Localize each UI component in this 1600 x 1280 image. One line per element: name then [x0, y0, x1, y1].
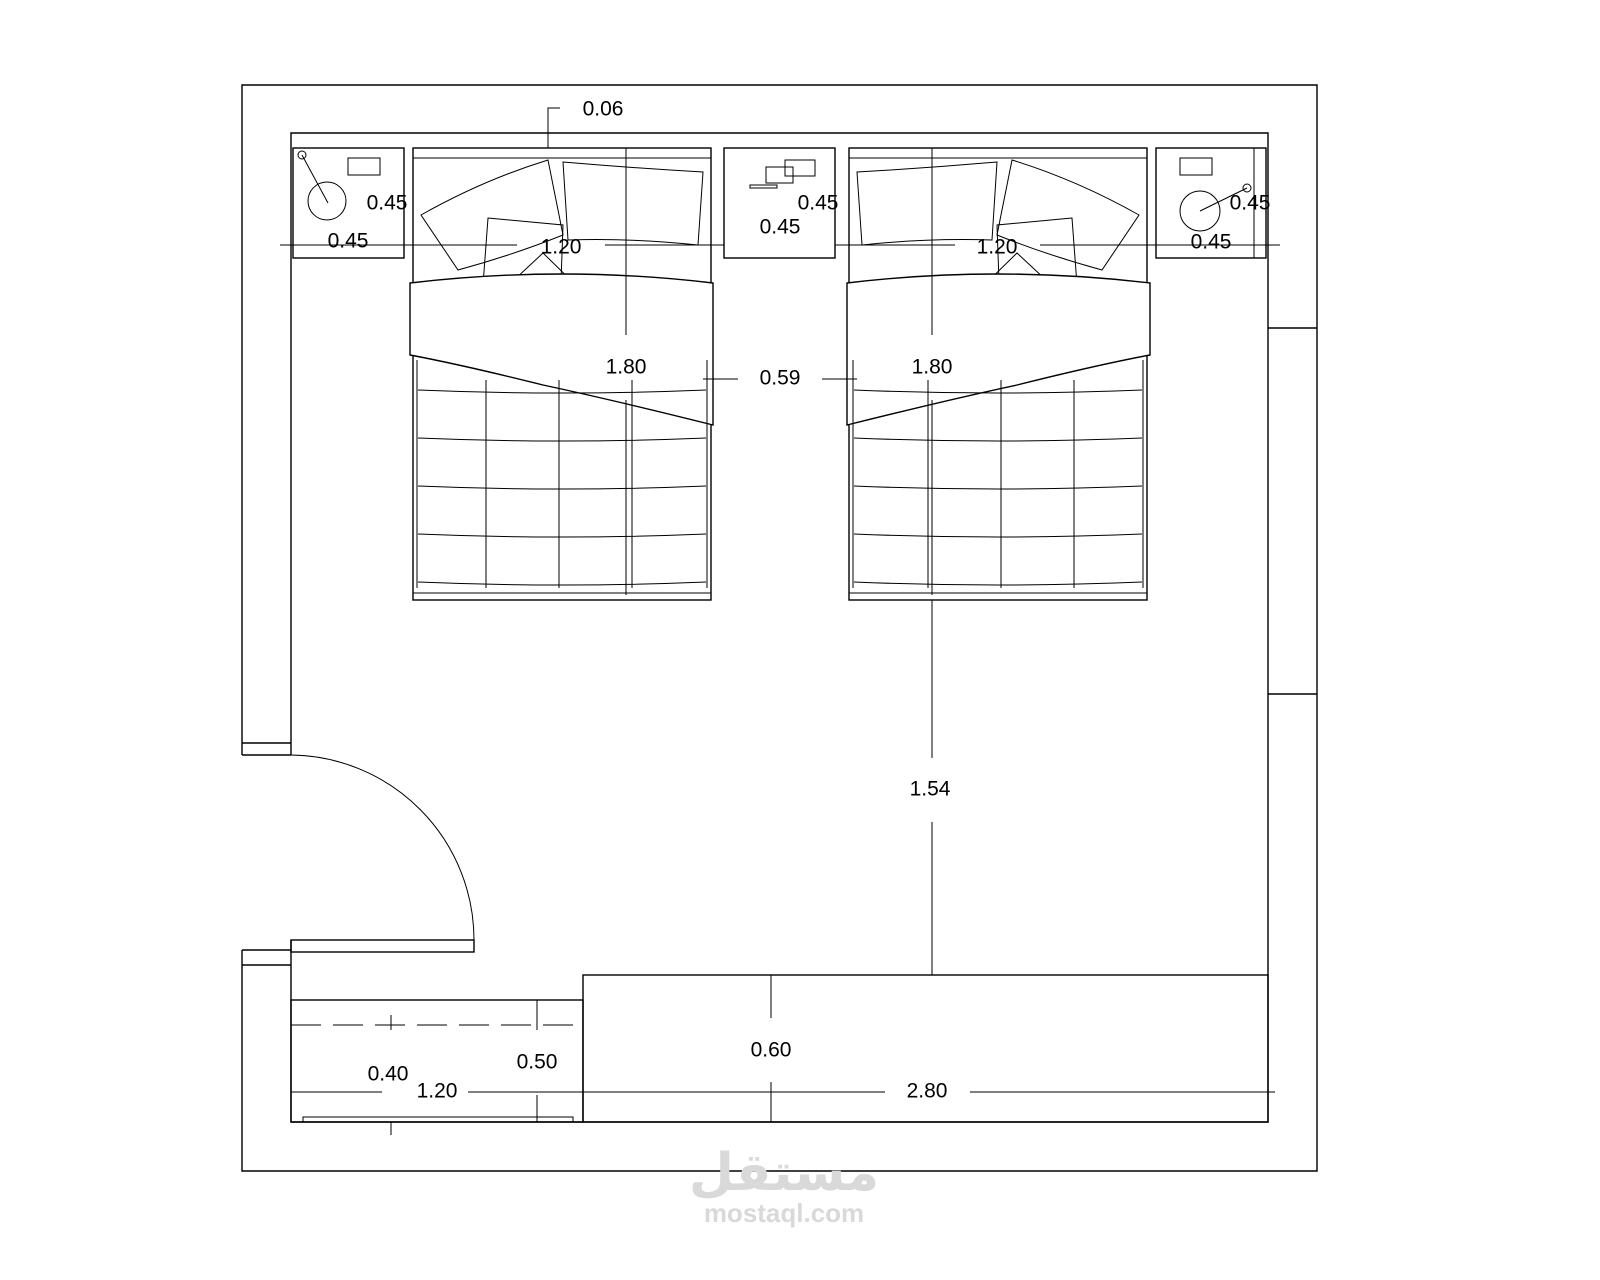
dim-wall-offset: 0.06: [583, 98, 624, 121]
dimension-labels: 0.06 0.45 0.45 1.20 1.80 0.59 0.45 0.45 …: [328, 98, 1271, 1103]
lamp-icon: [307, 181, 347, 221]
lamp-icon: [1179, 190, 1221, 232]
nightstand-right: [1155, 147, 1267, 259]
dim-closet-shelf: 0.40: [368, 1063, 409, 1086]
door[interactable]: [290, 754, 475, 953]
dim-nightstand-middle-depth: 0.45: [798, 192, 839, 215]
dim-bed-right-length: 1.80: [912, 356, 953, 379]
dim-bed-right-width: 1.20: [977, 236, 1018, 259]
watermark-logo-arabic: مستقل: [689, 1143, 879, 1203]
dim-closet-depth: 0.50: [517, 1051, 558, 1074]
blanket: [846, 273, 1151, 426]
pillow: [562, 161, 704, 246]
dim-gap-between-beds: 0.59: [760, 367, 801, 390]
dim-wardrobe-depth: 0.60: [751, 1039, 792, 1062]
wardrobe: [290, 974, 1269, 1123]
blanket: [409, 273, 714, 426]
watermark: مستقل mostaql.com: [689, 1143, 879, 1228]
quilt-seam: [417, 389, 707, 394]
bed-right: [846, 147, 1151, 601]
window: [1268, 327, 1317, 695]
pillow: [420, 159, 564, 271]
quilt-seam: [417, 533, 707, 538]
quilt-seam: [853, 581, 1143, 586]
pillow: [996, 159, 1140, 271]
dim-nightstand-left-depth: 0.45: [367, 192, 408, 215]
quilt-seam: [417, 581, 707, 586]
bed-left: [409, 147, 714, 601]
dimension-lines: [280, 107, 1280, 1135]
pillow: [856, 161, 998, 246]
dim-wardrobe-width: 2.80: [907, 1080, 948, 1103]
quilt-seam: [853, 533, 1143, 538]
dim-bed-left-width: 1.20: [541, 236, 582, 259]
dim-nightstand-right-width: 0.45: [1191, 231, 1232, 254]
quilt-seam: [853, 485, 1143, 490]
dim-nightstand-right-depth: 0.45: [1230, 192, 1271, 215]
dim-closet-width: 1.20: [417, 1080, 458, 1103]
watermark-url: mostaql.com: [704, 1198, 864, 1228]
dim-nightstand-middle-width: 0.45: [760, 216, 801, 239]
dim-nightstand-left-width: 0.45: [328, 230, 369, 253]
quilt-seam: [853, 389, 1143, 394]
quilt-seam: [853, 437, 1143, 442]
dim-bed-left-length: 1.80: [606, 356, 647, 379]
quilt-seam: [417, 485, 707, 490]
dim-clearance: 1.54: [910, 778, 951, 801]
quilt-seam: [417, 437, 707, 442]
